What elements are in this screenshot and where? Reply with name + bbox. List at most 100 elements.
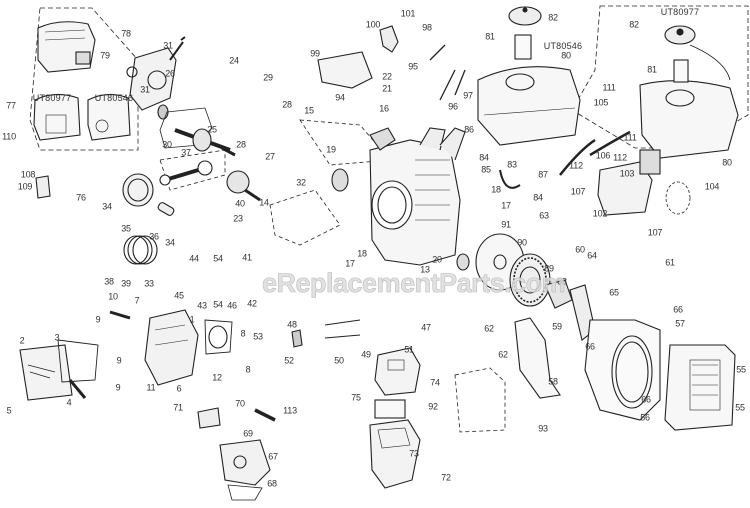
spark-plug <box>109 310 131 320</box>
callout: 13 <box>420 264 430 275</box>
callout: 39 <box>121 278 131 289</box>
callout: 17 <box>345 258 355 269</box>
callout: 81 <box>647 64 657 75</box>
callout: 73 <box>409 448 419 459</box>
callout: 24 <box>229 55 239 66</box>
callout: 62 <box>484 323 494 334</box>
callout: 7 <box>134 295 140 306</box>
callout: 84 <box>479 152 489 163</box>
valve-block <box>639 149 661 175</box>
callout: 54 <box>213 299 223 310</box>
crankshaft <box>174 128 236 157</box>
muffler-stud <box>324 319 361 339</box>
callout: 15 <box>304 105 314 116</box>
dipstick <box>169 36 186 61</box>
drain-washer <box>456 253 470 271</box>
callout: 82 <box>629 19 639 30</box>
callout: 88 <box>557 276 567 287</box>
callout: 96 <box>448 101 458 112</box>
callout: 53 <box>253 331 263 342</box>
callout: 97 <box>463 90 473 101</box>
callout: 43 <box>197 300 207 311</box>
piston-rings <box>123 235 158 265</box>
model-label-ut80977-tank: UT80977 <box>660 7 700 17</box>
callout: 69 <box>243 428 253 439</box>
callout: 11 <box>146 382 156 393</box>
callout: 92 <box>428 401 438 412</box>
air-filter-cover <box>374 347 421 396</box>
callout: 95 <box>408 61 418 72</box>
fuel-cap-ut80546 <box>508 6 542 26</box>
callout: 106 <box>595 150 611 161</box>
callout: 3 <box>54 332 60 343</box>
callout: 9 <box>115 382 121 393</box>
fuel-filter-ut80977 <box>673 59 689 83</box>
air-cleaner-cover <box>37 21 96 73</box>
callout: 1 <box>189 314 195 325</box>
callout: 27 <box>265 151 275 162</box>
callout: 29 <box>263 72 273 83</box>
fuel-tank-ut80546 <box>477 66 581 146</box>
callout: 87 <box>538 169 548 180</box>
callout: 18 <box>357 248 367 259</box>
callout: 107 <box>570 186 586 197</box>
valve-cover <box>19 344 73 401</box>
callout: 111 <box>602 82 616 93</box>
air-filter-group-border <box>29 7 139 151</box>
callout: 75 <box>351 392 361 403</box>
air-filter-base <box>369 419 421 489</box>
callout: 66 <box>641 394 651 405</box>
callout: 56 <box>640 412 650 423</box>
callout: 18 <box>491 184 501 195</box>
watermark: eReplacementParts.com <box>262 268 566 299</box>
callout: 84 <box>533 192 543 203</box>
callout: 66 <box>673 304 683 315</box>
piston <box>122 173 154 207</box>
control-panel-shroud <box>514 317 561 399</box>
callout: 28 <box>282 99 292 110</box>
callout: 107 <box>647 227 663 238</box>
callout: 34 <box>102 201 112 212</box>
callout: 33 <box>144 278 154 289</box>
callout: 8 <box>245 364 251 375</box>
carburetor <box>219 439 271 486</box>
blower-housing <box>584 319 661 421</box>
callout: 72 <box>441 472 451 483</box>
callout: 23 <box>233 213 243 224</box>
callout: 71 <box>173 402 183 413</box>
callout: 10 <box>108 291 118 302</box>
air-cleaner-housing-left <box>33 93 81 141</box>
air-cleaner-housing-right <box>87 93 131 141</box>
callout: 93 <box>538 423 548 434</box>
model-label-ut80546-left: UT80546 <box>94 93 134 103</box>
callout: 37 <box>181 147 191 158</box>
insulator <box>197 407 221 429</box>
fuel-filter-ut80546 <box>514 34 532 60</box>
callout: 80 <box>722 157 732 168</box>
fuel-valve <box>254 408 276 422</box>
breather-tube <box>35 175 51 199</box>
callout: 59 <box>552 321 562 332</box>
callout: 102 <box>592 208 608 219</box>
callout: 112 <box>569 160 583 171</box>
callout: 108 <box>20 169 36 180</box>
callout: 31 <box>163 40 173 51</box>
callout: 77 <box>6 100 16 111</box>
callout: 6 <box>176 383 182 394</box>
callout: 109 <box>17 181 33 192</box>
callout: 94 <box>335 92 345 103</box>
callout: 101 <box>400 8 416 19</box>
callout: 67 <box>268 451 278 462</box>
callout: 12 <box>212 372 222 383</box>
callout: 98 <box>422 22 432 33</box>
fuel-cap-ut80977 <box>664 25 731 81</box>
callout: 57 <box>675 318 685 329</box>
carburetor-gasket <box>227 484 263 501</box>
piston-pin <box>157 202 175 216</box>
callout: 78 <box>121 28 131 39</box>
callout: 28 <box>236 139 246 150</box>
fuel-line <box>499 169 521 189</box>
choke-lever <box>369 127 396 151</box>
governor-group-border <box>269 189 341 246</box>
